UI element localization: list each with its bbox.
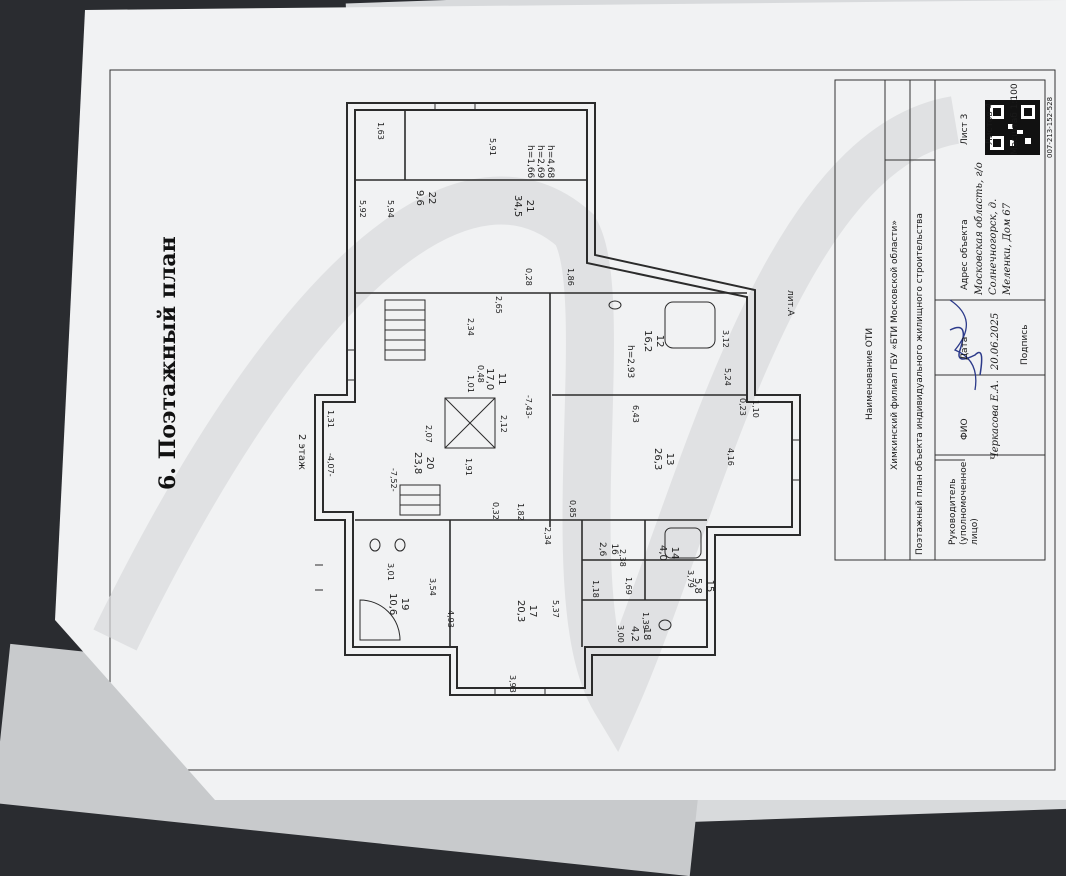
- signature-2: [949, 299, 977, 391]
- dim-1-82: 1,82: [516, 503, 525, 521]
- dim-1-39: 1,39: [641, 612, 650, 630]
- dim-7-52: -7,52-: [389, 468, 398, 492]
- qr-code: [985, 100, 1040, 155]
- stamp-org-title: Наименование ОТИ: [865, 327, 875, 420]
- dim-0-48: 0,48: [476, 365, 485, 383]
- windows: [315, 103, 800, 695]
- dim-7-43: -7,43-: [524, 395, 533, 419]
- signature: [949, 326, 983, 376]
- floor-label: 2 этаж: [296, 434, 307, 470]
- dim-1-69: 1,69: [624, 577, 633, 595]
- page-title: 6. Поэтажный план: [155, 236, 181, 490]
- dim-6-43: 6,43: [631, 405, 640, 423]
- dim-4-07: -4,07-: [326, 453, 335, 477]
- stamp-role: Руководитель (уполномоченное лицо): [948, 461, 980, 545]
- dim-3-01: 3,01: [386, 563, 395, 581]
- stamp-plan-name: Поэтажный план объекта индивидуального ж…: [915, 213, 925, 555]
- page-frame: [109, 69, 1056, 771]
- dim-0-23: 0,23: [738, 398, 747, 416]
- dim-2-34: 2,34: [466, 318, 475, 336]
- litera-label: лит.А: [785, 290, 795, 316]
- dim-2-34b: 2,34: [543, 527, 552, 545]
- stamp-col-date: Дата: [960, 336, 970, 360]
- dim-1-86: 1,86: [566, 268, 575, 286]
- dim-3-54: 3,54: [428, 578, 437, 596]
- walls-inner: [355, 110, 747, 647]
- dim-1-31: 1,31: [326, 410, 335, 428]
- stamp-address: Московская область, г/о Солнечногорск, д…: [974, 162, 1013, 295]
- sanitary-fixtures: [359, 300, 716, 641]
- dim-0-28: 0,28: [524, 268, 533, 286]
- stamp-col-sign: Подпись: [1020, 324, 1030, 365]
- dim-1-63: 1,63: [376, 122, 385, 140]
- floor-plan-drawing: [93, 69, 1056, 771]
- watermark: [93, 96, 961, 753]
- dim-4-93: 4,93: [446, 610, 455, 628]
- dim-2-65: 2,65: [494, 296, 503, 314]
- dim-1-18: 1,18: [591, 580, 600, 598]
- dim-3-93: 3,93: [508, 675, 517, 693]
- dim-1-01: 1,01: [466, 375, 475, 393]
- stamp-scale: Масштаб 1:100: [1010, 83, 1020, 155]
- qr-code-number: 007-213-152-528: [1046, 96, 1054, 158]
- stamp-person: Черкасова Е.А.: [990, 380, 1001, 460]
- dim-2-07: 2,07: [424, 425, 433, 443]
- dim-5-37: 5,37: [551, 600, 560, 618]
- stamp-address-label: Адрес объекта: [960, 219, 970, 290]
- dim-2-12: 2,12: [499, 415, 508, 433]
- dim-3-12: 3,12: [721, 330, 730, 348]
- dim-5-91: 5,91: [488, 138, 497, 156]
- title-block-frame: [834, 79, 1046, 561]
- walls-outer: [314, 102, 801, 696]
- dim-5-94: 5,94: [386, 200, 395, 218]
- dim-1-10: 1,10: [751, 400, 760, 418]
- dim-2-38: 2,38: [618, 549, 627, 567]
- dim-1-91: 1,91: [464, 458, 473, 476]
- stairs: [384, 299, 496, 516]
- room-12-height: h=2,93: [625, 345, 635, 379]
- dim-0-32: 0,32: [491, 502, 500, 520]
- stamp-sheet: Лист 3: [960, 113, 970, 145]
- stamp-date: 20.06.2025: [990, 312, 1001, 370]
- dim-4-16: 4,16: [726, 448, 735, 466]
- stamp-sheets: Листов 4: [985, 102, 995, 145]
- dim-3-79: 3,79: [686, 570, 695, 588]
- dim-0-85: 0,85: [568, 500, 577, 518]
- dim-3-00: 3,00: [616, 625, 625, 643]
- dim-5-24: 5,24: [723, 368, 732, 386]
- stamp-org-name: Химкинский филиал ГБУ «БТИ Московской об…: [890, 220, 900, 470]
- dim-5-92: 5,92: [358, 200, 367, 218]
- stamp-col-fio: ФИО: [960, 418, 970, 440]
